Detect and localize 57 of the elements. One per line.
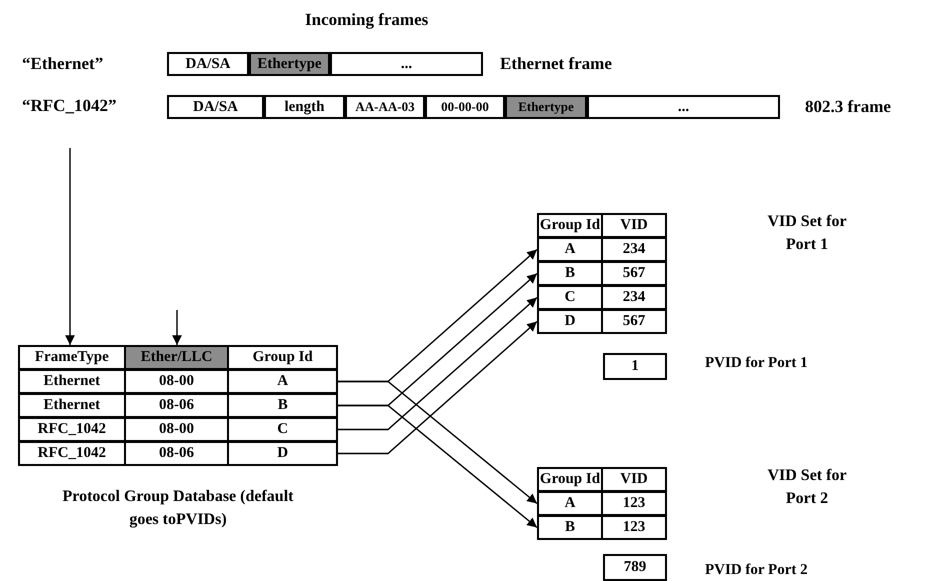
frame-field: ... <box>587 95 780 119</box>
table-row <box>18 345 338 370</box>
table-cell: B <box>539 517 603 538</box>
table-cell-text: Group Id <box>252 348 314 367</box>
frame-type-label: “RFC_1042” <box>22 96 152 118</box>
heading: Incoming frames <box>305 10 428 30</box>
table-cell-text: 567 <box>622 264 646 283</box>
table-row <box>537 491 667 516</box>
table-cell-text: VID <box>619 216 649 235</box>
arrow <box>338 404 538 528</box>
table-cell-text: 567 <box>622 312 646 331</box>
arrow <box>338 380 538 504</box>
table-cell-text: 234 <box>622 288 646 307</box>
table-caption: VID Set for Port 1 <box>766 212 848 255</box>
table-row <box>18 441 338 466</box>
table-row <box>537 285 667 310</box>
frame-field: ... <box>330 52 483 76</box>
table-cell-text: C <box>276 420 290 439</box>
table-row <box>537 515 667 540</box>
table-cell: RFC_1042 <box>20 443 126 464</box>
frame-field: 00-00-00 <box>425 95 505 119</box>
table-cell-text: B <box>276 396 289 415</box>
node-label: PVID for Port 2 <box>705 562 808 579</box>
frame-field: Ethertype <box>249 52 330 76</box>
frame-field: Ethertype <box>505 95 587 119</box>
frame-field: DA/SA <box>167 52 249 76</box>
table-cell-text: 123 <box>622 494 646 513</box>
table-caption: Protocol Group Database (default goes toPVIDs) <box>62 487 294 530</box>
table-row <box>18 393 338 418</box>
node-label: PVID for Port 1 <box>705 355 808 372</box>
table-row <box>537 261 667 286</box>
table-caption: VID Set for Port 2 <box>766 466 848 509</box>
table-row <box>537 237 667 262</box>
table-row <box>537 467 667 492</box>
table <box>18 345 338 530</box>
table-cell: D <box>539 311 603 332</box>
frame-label: 802.3 frame <box>805 97 891 117</box>
arrow <box>338 296 538 430</box>
table-row <box>18 369 338 394</box>
table-row <box>537 309 667 334</box>
table-cell-text: 234 <box>622 240 646 259</box>
table-cell: Ether/LLC <box>126 347 230 368</box>
arrow <box>65 148 75 345</box>
frame-field: AA-AA-03 <box>345 95 425 119</box>
table-cell-text: A <box>276 372 290 391</box>
frame-field: length <box>264 95 345 119</box>
table-cell: 08-06 <box>126 443 230 464</box>
arrow <box>338 320 538 454</box>
table-row <box>537 213 667 238</box>
table-cell-text: VID <box>619 470 649 489</box>
frame-label: Ethernet frame <box>500 54 612 74</box>
table-cell-text: D <box>276 444 290 463</box>
table-cell-text: 123 <box>622 518 646 537</box>
frame-label: “Ethernet” <box>22 54 104 74</box>
arrow <box>172 310 182 345</box>
frame-field: DA/SA <box>167 95 264 119</box>
table-row <box>18 417 338 442</box>
